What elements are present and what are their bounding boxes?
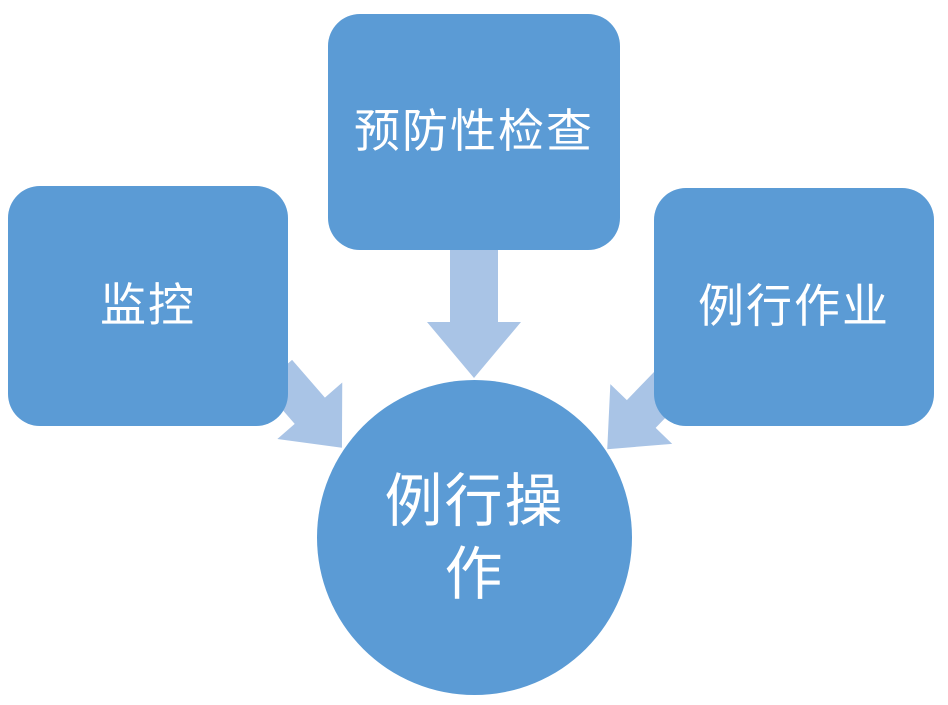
node-preventive-inspection-label: 预防性检查 — [354, 104, 594, 159]
node-preventive-inspection: 预防性检查 — [328, 14, 620, 250]
node-monitoring: 监控 — [8, 186, 288, 426]
arrow-preventive-inspection-to-center — [427, 250, 521, 378]
node-routine-work-label: 例行作业 — [698, 279, 890, 334]
node-routine-work: 例行作业 — [654, 188, 934, 426]
node-monitoring-label: 监控 — [100, 278, 196, 333]
node-routine-operation-label: 例行操作 — [384, 467, 565, 608]
node-routine-operation: 例行操作 — [317, 380, 632, 695]
